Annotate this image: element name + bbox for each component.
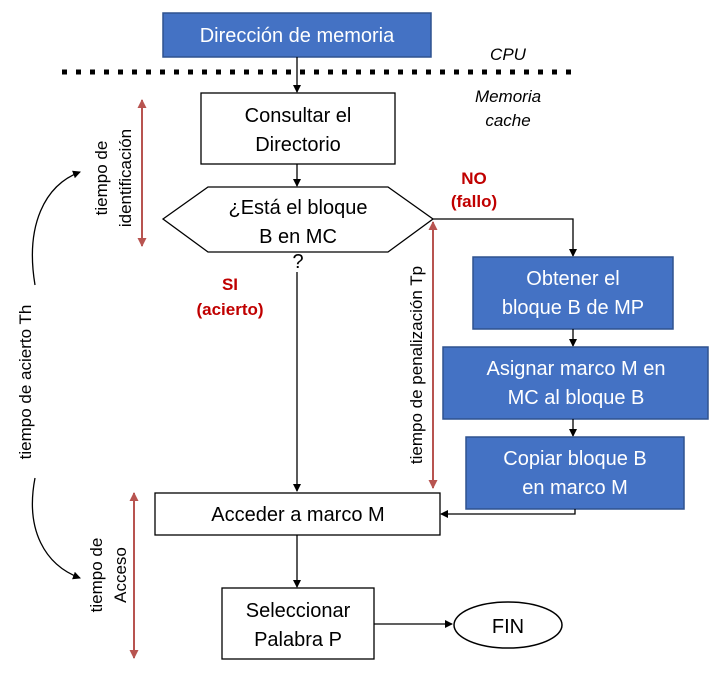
node-seleccionar-text-1: Seleccionar [246, 600, 351, 622]
label-si: SI [222, 275, 238, 294]
node-direccion-memoria-text: Dirección de memoria [200, 25, 395, 47]
node-obtener-text-2: bloque B de MP [502, 297, 644, 319]
arrow-decision-obtener [433, 218, 577, 257]
node-fin [453, 601, 563, 649]
side-label-acceso-1: tiempo de [87, 538, 106, 613]
node-asignar-marco [442, 346, 709, 420]
node-asignar-text-2: MC al bloque B [508, 387, 645, 409]
node-acceder-marco [154, 492, 441, 536]
side-label-acierto: tiempo de acierto Th [16, 305, 35, 460]
node-decision-text-2: B en MC [259, 226, 337, 248]
curved-arrow-acierto-top [31, 170, 81, 286]
side-label-identificacion-2: identificación [116, 129, 135, 227]
node-acceder-text: Acceder a marco M [211, 504, 384, 526]
side-label-identificacion-1: tiempo de [92, 141, 111, 216]
cache-label-line1: Memoria [475, 87, 541, 106]
node-consultar-directorio [200, 92, 396, 165]
node-seleccionar-text-2: Palabra P [254, 629, 342, 651]
cpu-label: CPU [490, 45, 527, 64]
node-asignar-text-1: Asignar marco M en [487, 358, 666, 380]
label-fallo: (fallo) [451, 192, 497, 211]
cache-label-line2: cache [485, 111, 530, 130]
node-copiar-bloque [465, 436, 685, 510]
node-obtener-bloque [472, 256, 674, 330]
arrow-copiar-acceder [440, 509, 576, 518]
decision-question-mark: ? [292, 251, 303, 273]
label-no: NO [461, 169, 487, 188]
node-copiar-text-2: en marco M [522, 477, 628, 499]
node-decision-text-1: ¿Está el bloque [229, 197, 368, 219]
curved-arrow-acierto-bottom [31, 477, 81, 580]
node-obtener-text-1: Obtener el [526, 268, 619, 290]
node-fin-text: FIN [492, 616, 524, 638]
node-seleccionar-palabra [221, 587, 375, 660]
node-consultar-text-1: Consultar el [245, 105, 352, 127]
side-label-penalizacion: tiempo de penalización Tp [407, 266, 426, 464]
side-label-acceso-2: Acceso [111, 547, 130, 603]
label-acierto: (acierto) [196, 300, 263, 319]
node-consultar-text-2: Directorio [255, 134, 341, 156]
node-copiar-text-1: Copiar bloque B [503, 448, 646, 470]
